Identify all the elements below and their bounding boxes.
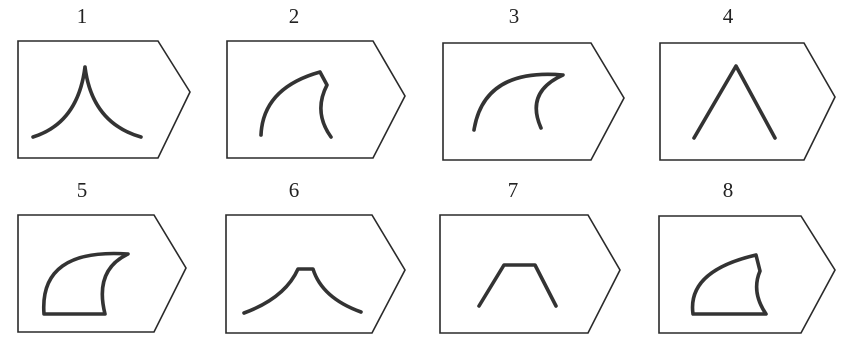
panel-2: [227, 41, 405, 158]
panel-5: [18, 215, 186, 332]
label-6: 6: [274, 180, 314, 201]
label-7: 7: [493, 180, 533, 201]
label-2: 2: [274, 6, 314, 27]
label-3: 3: [494, 6, 534, 27]
label-4: 4: [708, 6, 748, 27]
panel-7: [440, 215, 620, 333]
label-8: 8: [708, 180, 748, 201]
panel-4: [660, 43, 835, 160]
panel-1: [18, 41, 190, 158]
label-1: 1: [62, 6, 102, 27]
panel-8: [659, 216, 835, 333]
label-5: 5: [62, 180, 102, 201]
panel-6: [226, 215, 405, 333]
panel-3: [443, 43, 624, 160]
